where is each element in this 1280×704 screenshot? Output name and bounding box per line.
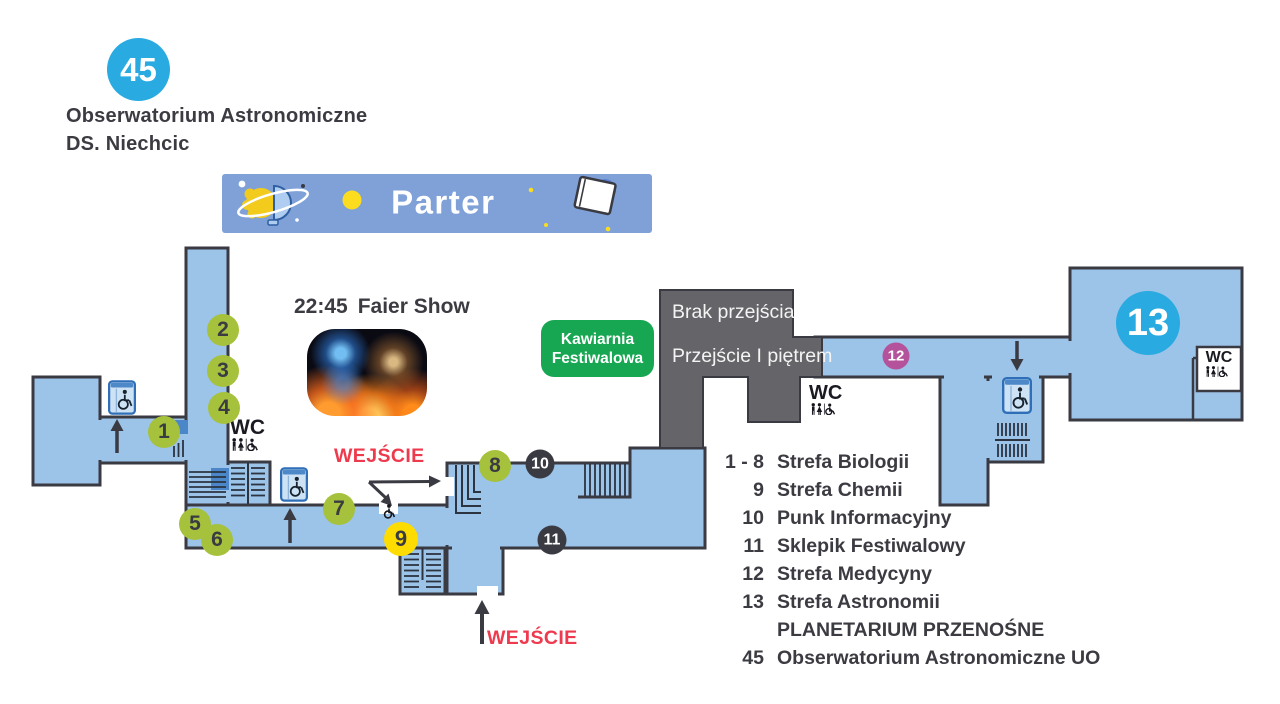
floor-banner: Parter bbox=[222, 174, 652, 233]
passage-first-floor-label: Przejście I piętrem bbox=[672, 345, 833, 367]
entrance-label-side: WEJŚCIE bbox=[334, 445, 425, 467]
corner-stairs bbox=[455, 465, 481, 514]
legend-row: 10 Punk Informacyjny bbox=[742, 507, 952, 530]
wc-persons-icon bbox=[231, 438, 265, 451]
zone-marker-4: 4 bbox=[208, 392, 240, 424]
room-left-wing bbox=[31, 375, 102, 487]
column-stairs-hatch bbox=[995, 423, 1030, 457]
legend-row: 12 Strefa Medycyny bbox=[742, 563, 932, 585]
cafe-badge: Kawiarnia Festiwalowa bbox=[541, 320, 654, 377]
wc-label-center: WC bbox=[809, 383, 842, 415]
legend-row: 9 Strefa Chemii bbox=[753, 479, 903, 502]
zone-marker-6: 6 bbox=[201, 524, 233, 556]
location-badge-45: 45 bbox=[107, 38, 170, 101]
sparkle-dots bbox=[528, 187, 611, 232]
arrow-right-icon bbox=[368, 475, 441, 488]
zone-marker-12: 12 bbox=[882, 342, 910, 370]
cafe-line1: Kawiarnia bbox=[560, 330, 635, 348]
fire-show-photo bbox=[307, 329, 427, 416]
zone-marker-2: 2 bbox=[207, 314, 239, 346]
legend-row: 11 Sklepik Festiwalowy bbox=[743, 535, 966, 558]
zone-marker-10: 10 bbox=[525, 449, 555, 479]
elevator-icon bbox=[280, 467, 308, 502]
wc-persons-icon bbox=[1205, 366, 1234, 377]
direction-arrows bbox=[110, 341, 1024, 644]
wc-label-left: WC bbox=[230, 417, 265, 451]
event-name: Faier Show bbox=[357, 295, 470, 318]
room-13-walls bbox=[1191, 345, 1243, 419]
elevator-icon bbox=[1002, 377, 1032, 414]
event-time: 22:45 bbox=[294, 295, 348, 318]
wc-persons-icon bbox=[810, 403, 842, 415]
legend-row: 13 Strefa Astronomii bbox=[742, 590, 940, 613]
blocked-passage-zone bbox=[659, 289, 823, 449]
arrow-up-icon bbox=[283, 508, 297, 543]
central-stairs bbox=[578, 463, 632, 499]
floor-name: Parter bbox=[391, 182, 496, 220]
arrow-up-icon bbox=[110, 419, 124, 453]
yellow-dot bbox=[342, 190, 362, 210]
arrow-up-icon bbox=[474, 600, 490, 644]
no-passage-label: Brak przejścia bbox=[672, 301, 795, 323]
elevator-icon bbox=[108, 380, 136, 415]
event-title: 22:45 Faier Show bbox=[294, 295, 470, 319]
zone-marker-9: 9 bbox=[384, 522, 418, 556]
page-title-line1: Obserwatorium Astronomiczne bbox=[66, 105, 368, 127]
wheelchair-icon bbox=[383, 504, 396, 519]
brain-planet-icon bbox=[237, 180, 309, 226]
wc-label-right: WC bbox=[1199, 350, 1239, 377]
zone-marker-3: 3 bbox=[207, 355, 239, 387]
zone-marker-13: 13 bbox=[1116, 291, 1180, 355]
badge-number: 45 bbox=[120, 50, 157, 88]
corridor-balcony bbox=[813, 335, 1072, 379]
ramp-hatch bbox=[173, 440, 184, 457]
zone-marker-11: 11 bbox=[537, 525, 567, 555]
cafe-line2: Festiwalowa bbox=[551, 349, 644, 367]
legend-row: 45 Obserwatorium Astronomiczne UO bbox=[742, 646, 1101, 669]
arrow-down-icon bbox=[1010, 341, 1024, 371]
zone-marker-1: 1 bbox=[148, 416, 180, 448]
south-stairwell-hatch bbox=[404, 548, 441, 588]
zone-marker-7: 7 bbox=[323, 493, 355, 525]
legend-row: PLANETARIUM PRZENOŚNE bbox=[777, 618, 1045, 641]
wc-room-right bbox=[1195, 345, 1243, 393]
zone-marker-8: 8 bbox=[479, 450, 511, 482]
banner-doodles bbox=[237, 175, 617, 232]
arrow-branch-icon bbox=[367, 480, 392, 506]
entrance-label-main: WEJŚCIE bbox=[487, 627, 578, 649]
door-gap bbox=[477, 586, 498, 599]
stairs-icon bbox=[173, 423, 1030, 588]
page-title-line2: DS. Niechcic bbox=[66, 133, 190, 155]
door-gap bbox=[441, 477, 454, 496]
book-icon bbox=[573, 175, 617, 216]
map-legend: 1 - 8 Strefa Biologii 9 Strefa Chemii 10… bbox=[720, 449, 1100, 672]
legend-row: 1 - 8 Strefa Biologii bbox=[724, 451, 910, 474]
